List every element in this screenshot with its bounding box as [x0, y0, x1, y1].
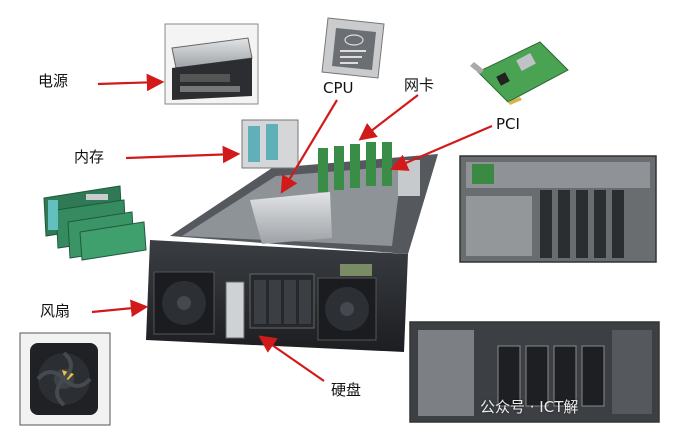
- memory-modules-image: [43, 185, 147, 261]
- label-pci: PCI: [496, 115, 520, 133]
- label-cpu: CPU: [323, 79, 354, 97]
- pci-slots-closeup-image: [459, 155, 657, 263]
- cpu-image: [321, 17, 385, 79]
- arrow-cpu: [280, 99, 338, 194]
- label-hard-disk: 硬盘: [331, 381, 362, 399]
- label-network-card: 网卡: [404, 76, 435, 94]
- power-supply-image: [164, 23, 259, 105]
- pointer-arrows: [91, 73, 493, 382]
- label-memory: 内存: [74, 148, 105, 166]
- network-card-image: [470, 41, 569, 105]
- label-fan: 风扇: [40, 302, 71, 320]
- watermark-text: 公众号 · ICT解: [480, 398, 579, 416]
- arrow-disk: [258, 335, 325, 382]
- server-chassis-image: [146, 119, 438, 352]
- label-power-supply: 电源: [38, 72, 69, 90]
- arrow-nic: [358, 94, 419, 141]
- fan-image: [19, 332, 111, 426]
- arrow-fan: [91, 299, 149, 318]
- drive-bay-closeup-image: [409, 321, 660, 423]
- arrow-pci: [389, 124, 493, 171]
- arrow-power: [97, 73, 165, 92]
- arrow-memory: [125, 145, 241, 164]
